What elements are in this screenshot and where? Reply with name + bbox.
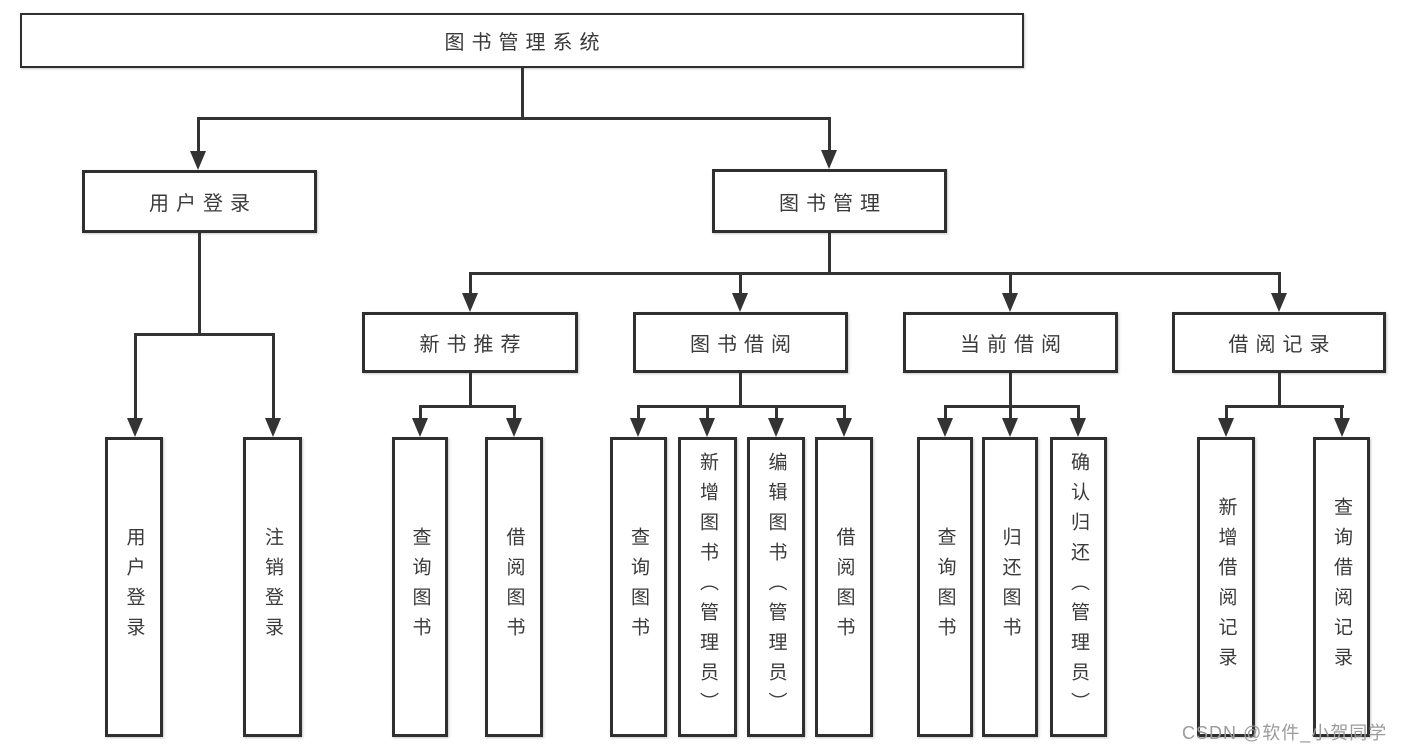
connector-book-mgmt-drop [828, 117, 831, 152]
connector-bb-drop-3 [775, 405, 778, 420]
arrowhead-bb-leaf-2 [699, 418, 715, 437]
arrowhead-br-leaf-2 [1334, 418, 1350, 437]
node-user-login: 用户登录 [82, 170, 317, 233]
connector-nb-drop-1 [419, 405, 422, 420]
connector-bb-drop-2 [706, 405, 709, 420]
node-new-book-recommend-label: 新书推荐 [419, 334, 528, 356]
node-library-system: 图书管理系统 [20, 13, 1024, 68]
leaf-cb-query-books: 查询图书 [917, 437, 973, 737]
connector-l3-drop-1 [469, 272, 472, 296]
arrowhead-cb-leaf-3 [1070, 418, 1086, 437]
node-book-management: 图书管理 [712, 169, 947, 233]
node-book-borrowing: 图书借阅 [633, 312, 848, 373]
arrowhead-cb-leaf-1 [937, 418, 953, 437]
leaf-cb-return-books-label: 归还图书 [999, 527, 1021, 647]
leaf-br-add-record: 新增借阅记录 [1197, 437, 1255, 737]
leaf-nb-borrow-books: 借阅图书 [485, 437, 543, 737]
leaf-br-query-record: 查询借阅记录 [1313, 437, 1370, 737]
leaf-bb-edit-books-admin: 编辑图书（管理员） [747, 437, 805, 737]
arrowhead-book-mgmt [821, 150, 837, 169]
connector-ul-stem [198, 233, 201, 336]
node-current-borrowing-label: 当前借阅 [960, 334, 1068, 356]
arrowhead-cb-leaf-2 [1002, 418, 1018, 437]
arrowhead-bb-leaf-3 [768, 418, 784, 437]
connector-br-drop-2 [1340, 405, 1343, 420]
arrowhead-book-borrowing [732, 293, 748, 312]
connector-cb-drop-3 [1077, 405, 1080, 420]
connector-nb-hbar [419, 405, 516, 408]
leaf-cb-query-books-label: 查询图书 [934, 527, 956, 647]
leaf-bb-borrow-books-label: 借阅图书 [833, 527, 855, 647]
leaf-nb-query-books-label: 查询图书 [409, 527, 431, 647]
connector-br-drop-1 [1225, 405, 1228, 420]
connector-bb-stem [739, 373, 742, 408]
node-new-book-recommend: 新书推荐 [362, 312, 578, 373]
connector-nb-drop-2 [513, 405, 516, 420]
connector-l3-drop-4 [1278, 272, 1281, 296]
connector-bb-drop-4 [843, 405, 846, 420]
arrowhead-br-leaf-1 [1218, 418, 1234, 437]
leaf-cb-confirm-return-admin: 确认归还（管理员） [1050, 437, 1107, 737]
connector-br-stem [1278, 373, 1281, 408]
leaf-nb-query-books: 查询图书 [392, 437, 448, 737]
arrowhead-bb-leaf-1 [630, 418, 646, 437]
leaf-cb-confirm-return-admin-label: 确认归还（管理员） [1068, 452, 1089, 722]
connector-l3-drop-2 [739, 272, 742, 296]
connector-cb-stem [1009, 373, 1012, 408]
arrowhead-new-book-recommend [462, 293, 478, 312]
leaf-bb-edit-books-admin-label: 编辑图书（管理员） [765, 452, 787, 722]
arrowhead-nb-leaf-2 [506, 418, 522, 437]
connector-ul-hbar [134, 333, 275, 336]
node-current-borrowing: 当前借阅 [903, 312, 1118, 373]
leaf-bb-query-books-label: 查询图书 [628, 527, 649, 647]
node-book-management-label: 图书管理 [779, 192, 887, 215]
connector-cb-drop-2 [1009, 405, 1012, 420]
connector-br-hbar [1225, 405, 1344, 408]
connector-bm-stem [828, 233, 831, 274]
arrowhead-nb-leaf-1 [412, 418, 428, 437]
leaf-bb-query-books: 查询图书 [610, 437, 667, 737]
leaf-bb-add-books-admin: 新增图书（管理员） [678, 437, 737, 737]
arrowhead-current-borrowing [1002, 293, 1018, 312]
node-library-system-label: 图书管理系统 [444, 32, 607, 54]
arrowhead-borrowing-records [1271, 293, 1287, 312]
connector-level2-hbar [469, 272, 1281, 275]
connector-cb-drop-1 [944, 405, 947, 420]
leaf-bb-borrow-books: 借阅图书 [815, 437, 873, 737]
node-book-borrowing-label: 图书借阅 [690, 334, 798, 356]
leaf-user-login: 用户登录 [105, 437, 163, 737]
connector-ul-drop-2 [272, 333, 275, 421]
arrowhead-bb-leaf-4 [836, 418, 852, 437]
node-borrowing-records: 借阅记录 [1172, 312, 1386, 373]
connector-ul-drop-1 [134, 333, 137, 421]
leaf-br-add-record-label: 新增借阅记录 [1215, 497, 1237, 677]
leaf-cb-return-books: 归还图书 [982, 437, 1038, 737]
connector-nb-stem [469, 373, 472, 408]
leaf-logout-label: 注销登录 [262, 527, 283, 647]
arrowhead-ul-leaf-1 [127, 418, 143, 437]
leaf-br-query-record-label: 查询借阅记录 [1331, 497, 1352, 677]
node-borrowing-records-label: 借阅记录 [1228, 334, 1337, 356]
leaf-nb-borrow-books-label: 借阅图书 [503, 527, 525, 647]
connector-l3-drop-3 [1009, 272, 1012, 296]
csdn-watermark: CSDN @软件_小贺同学 [1182, 723, 1388, 743]
connector-bb-drop-1 [637, 405, 640, 420]
arrowhead-user-login [190, 151, 206, 170]
connector-user-login-drop [197, 117, 200, 153]
leaf-bb-add-books-admin-label: 新增图书（管理员） [697, 452, 718, 722]
connector-bb-hbar [637, 405, 846, 408]
connector-cb-hbar [944, 405, 1080, 408]
node-user-login-label: 用户登录 [149, 193, 257, 215]
leaf-logout: 注销登录 [243, 437, 302, 737]
connector-root-stem [521, 68, 524, 119]
arrowhead-ul-leaf-2 [265, 418, 281, 437]
leaf-user-login-label: 用户登录 [123, 527, 145, 647]
connector-level1-hbar [197, 117, 831, 120]
